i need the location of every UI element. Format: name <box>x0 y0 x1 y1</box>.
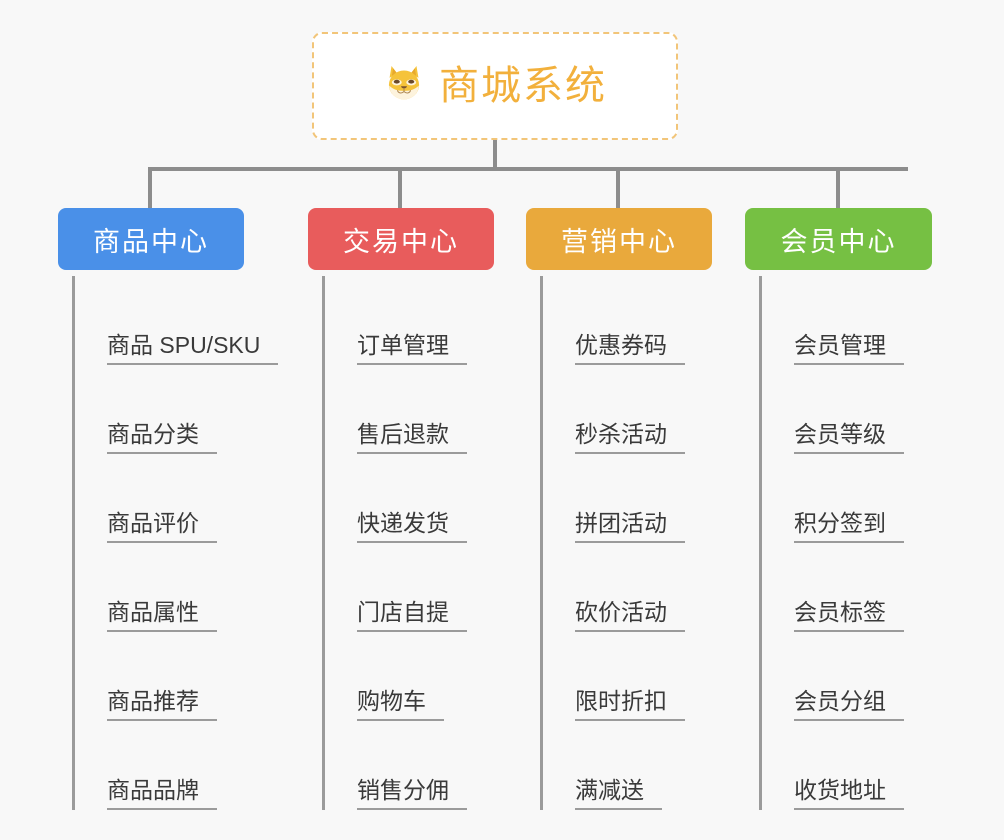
leaf-label: 商品属性 <box>107 599 217 632</box>
root-node-shop-system[interactable]: 商城系统 <box>312 32 678 140</box>
list-item[interactable]: 商品分类 <box>72 365 278 454</box>
leaf-label: 订单管理 <box>357 332 467 365</box>
list-item[interactable]: 满减送 <box>540 721 712 810</box>
connector-root-stem <box>493 140 497 170</box>
leaf-label: 砍价活动 <box>575 599 685 632</box>
leaf-label: 会员等级 <box>794 421 904 454</box>
list-item[interactable]: 快递发货 <box>322 454 494 543</box>
branch-member-center: 会员中心 会员管理 会员等级 积分签到 会员标签 会员分组 收货地址 <box>745 208 932 810</box>
leaf-label: 商品分类 <box>107 421 217 454</box>
branch-trade-center: 交易中心 订单管理 售后退款 快递发货 门店自提 购物车 销售分佣 <box>308 208 494 810</box>
branch-marketing-center: 营销中心 优惠券码 秒杀活动 拼团活动 砍价活动 限时折扣 满减送 <box>526 208 712 810</box>
category-label: 会员中心 <box>780 226 897 257</box>
list-item[interactable]: 售后退款 <box>322 365 494 454</box>
category-label: 交易中心 <box>343 226 459 257</box>
category-header-marketing-center[interactable]: 营销中心 <box>526 208 712 270</box>
list-item[interactable]: 收货地址 <box>759 721 932 810</box>
list-item[interactable]: 砍价活动 <box>540 543 712 632</box>
leaf-label: 销售分佣 <box>357 777 467 810</box>
leaf-label: 优惠券码 <box>575 332 685 365</box>
list-item[interactable]: 会员分组 <box>759 632 932 721</box>
branch-product-center: 商品中心 商品 SPU/SKU 商品分类 商品评价 商品属性 商品推荐 商品品牌 <box>58 208 279 810</box>
root-title: 商城系统 <box>439 64 607 108</box>
list-item[interactable]: 商品评价 <box>72 454 278 543</box>
list-item[interactable]: 秒杀活动 <box>540 365 712 454</box>
list-item[interactable]: 商品推荐 <box>72 632 278 721</box>
leaf-label: 门店自提 <box>357 599 467 632</box>
connector-drop-4 <box>836 167 840 209</box>
connector-drop-2 <box>398 167 402 209</box>
leaf-label: 拼团活动 <box>575 510 685 543</box>
list-item[interactable]: 限时折扣 <box>540 632 712 721</box>
category-label: 营销中心 <box>561 226 677 257</box>
leaf-list-trade-center: 订单管理 售后退款 快递发货 门店自提 购物车 销售分佣 <box>322 270 494 810</box>
leaf-label: 收货地址 <box>794 777 904 810</box>
list-item[interactable]: 门店自提 <box>322 543 494 632</box>
category-label: 商品中心 <box>93 226 209 257</box>
list-item[interactable]: 订单管理 <box>322 276 494 365</box>
leaf-label: 购物车 <box>357 688 444 721</box>
list-item[interactable]: 会员标签 <box>759 543 932 632</box>
list-item[interactable]: 积分签到 <box>759 454 932 543</box>
leaf-label: 商品评价 <box>107 510 217 543</box>
leaf-list-member-center: 会员管理 会员等级 积分签到 会员标签 会员分组 收货地址 <box>759 270 932 810</box>
list-item[interactable]: 会员管理 <box>759 276 932 365</box>
leaf-label: 满减送 <box>575 777 662 810</box>
list-item[interactable]: 购物车 <box>322 632 494 721</box>
leaf-label: 商品品牌 <box>107 777 217 810</box>
list-item[interactable]: 商品 SPU/SKU <box>72 276 279 365</box>
leaf-label: 售后退款 <box>357 421 467 454</box>
leaf-label: 商品 SPU/SKU <box>107 332 279 365</box>
list-item[interactable]: 优惠券码 <box>540 276 712 365</box>
list-item[interactable]: 会员等级 <box>759 365 932 454</box>
list-item[interactable]: 销售分佣 <box>322 721 494 810</box>
shiba-dog-icon <box>383 62 425 111</box>
list-item[interactable]: 商品属性 <box>72 543 278 632</box>
connector-drop-3 <box>616 167 620 209</box>
category-header-member-center[interactable]: 会员中心 <box>745 208 932 270</box>
category-header-trade-center[interactable]: 交易中心 <box>308 208 494 270</box>
leaf-list-product-center: 商品 SPU/SKU 商品分类 商品评价 商品属性 商品推荐 商品品牌 <box>72 270 279 810</box>
leaf-label: 秒杀活动 <box>575 421 685 454</box>
category-header-product-center[interactable]: 商品中心 <box>58 208 244 270</box>
leaf-list-marketing-center: 优惠券码 秒杀活动 拼团活动 砍价活动 限时折扣 满减送 <box>540 270 712 810</box>
connector-horizontal-bar <box>148 167 908 171</box>
leaf-label: 会员管理 <box>794 332 904 365</box>
leaf-label: 限时折扣 <box>575 688 685 721</box>
connector-drop-1 <box>148 167 152 209</box>
leaf-label: 积分签到 <box>794 510 904 543</box>
leaf-label: 会员标签 <box>794 599 904 632</box>
leaf-label: 会员分组 <box>794 688 904 721</box>
list-item[interactable]: 商品品牌 <box>72 721 278 810</box>
leaf-label: 商品推荐 <box>107 688 217 721</box>
leaf-label: 快递发货 <box>357 510 467 543</box>
list-item[interactable]: 拼团活动 <box>540 454 712 543</box>
